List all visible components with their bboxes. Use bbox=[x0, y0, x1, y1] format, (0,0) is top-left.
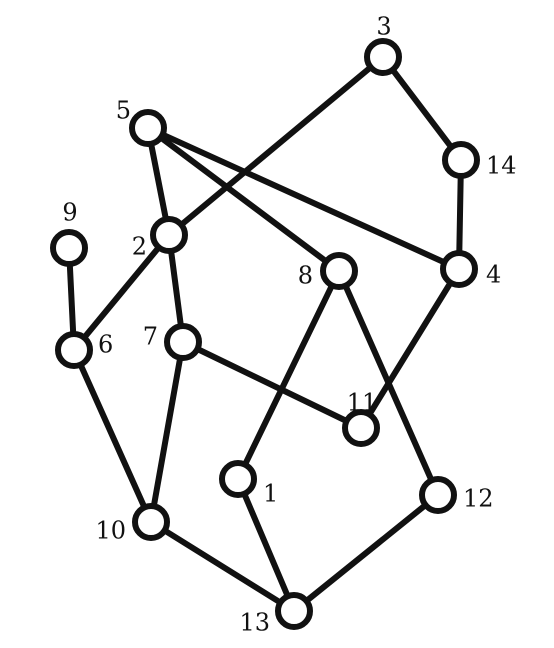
node-label-12: 12 bbox=[463, 485, 494, 513]
node-4 bbox=[440, 250, 478, 288]
node-label-10: 10 bbox=[95, 517, 126, 545]
edge-10-13 bbox=[148, 519, 297, 614]
edge-3-14 bbox=[380, 54, 464, 163]
edge-8-1 bbox=[235, 268, 342, 482]
node-13 bbox=[275, 592, 313, 630]
edge-5-8 bbox=[145, 125, 342, 274]
node-label-2: 2 bbox=[132, 233, 147, 261]
edges-layer bbox=[66, 54, 464, 614]
node-label-3: 3 bbox=[376, 13, 391, 41]
node-label-4: 4 bbox=[486, 261, 501, 289]
edge-6-10 bbox=[71, 347, 154, 525]
node-11 bbox=[342, 409, 380, 447]
node-3 bbox=[364, 38, 402, 76]
edge-8-12 bbox=[336, 268, 441, 498]
node-14 bbox=[442, 141, 480, 179]
node-label-6: 6 bbox=[98, 331, 113, 359]
node-label-14: 14 bbox=[486, 152, 517, 180]
nodes-layer bbox=[50, 38, 480, 630]
node-label-11: 11 bbox=[347, 389, 378, 417]
node-label-1: 1 bbox=[263, 480, 278, 508]
node-6 bbox=[55, 331, 93, 369]
node-12 bbox=[419, 476, 457, 514]
edge-5-4 bbox=[145, 125, 462, 272]
node-2 bbox=[150, 216, 188, 254]
node-8 bbox=[320, 252, 358, 290]
edge-1-13 bbox=[235, 476, 297, 614]
node-label-13: 13 bbox=[239, 609, 270, 637]
node-label-9: 9 bbox=[62, 199, 77, 227]
edge-12-13 bbox=[291, 492, 441, 614]
node-label-8: 8 bbox=[298, 262, 313, 290]
node-10 bbox=[132, 503, 170, 541]
edge-7-10 bbox=[148, 339, 186, 525]
node-label-7: 7 bbox=[143, 323, 158, 351]
node-5 bbox=[129, 109, 167, 147]
node-label-5: 5 bbox=[116, 97, 131, 125]
node-1 bbox=[219, 460, 257, 498]
edge-2-6 bbox=[71, 232, 172, 353]
node-7 bbox=[164, 323, 202, 361]
edge-4-11 bbox=[358, 266, 462, 431]
node-9 bbox=[50, 229, 88, 267]
edge-7-11 bbox=[180, 339, 364, 431]
edge-3-2 bbox=[166, 54, 386, 238]
